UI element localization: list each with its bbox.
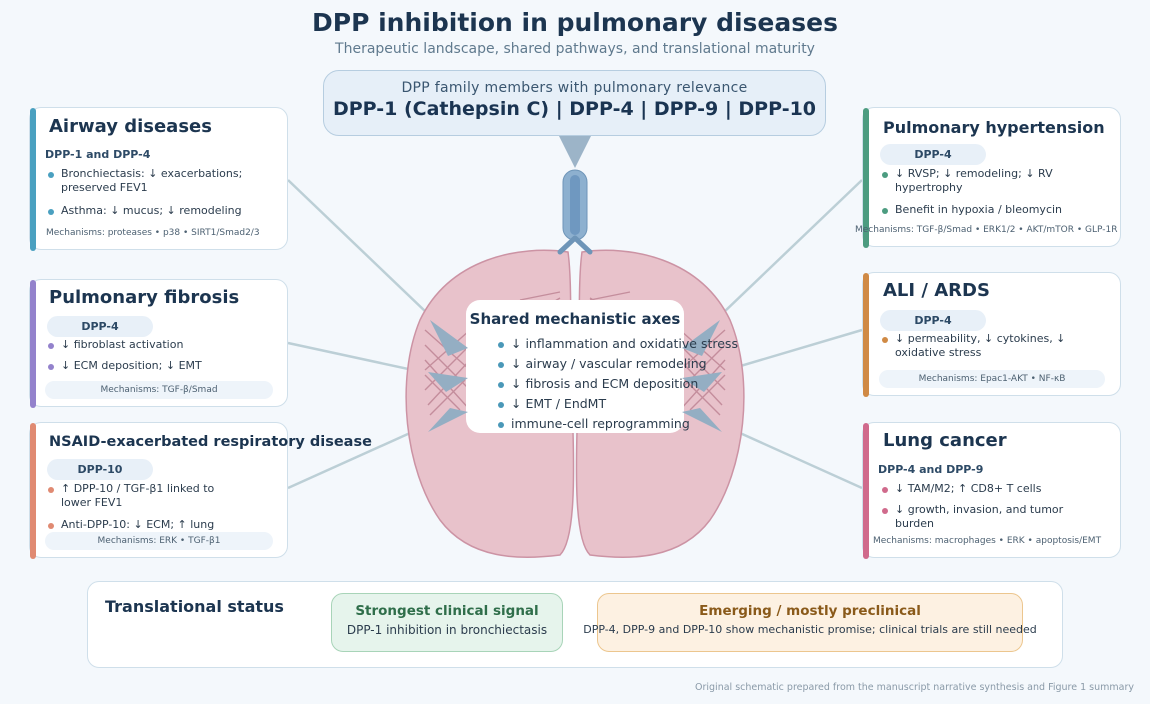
card-bullet: ↓ growth, invasion, and tumor burden xyxy=(895,503,1064,530)
center-box xyxy=(466,300,684,433)
status-title: Translational status xyxy=(105,597,284,616)
card-accent-bar xyxy=(30,280,36,408)
page-title: DPP inhibition in pulmonary diseases xyxy=(312,8,838,37)
card-bullet: Benefit in hypoxia / bleomycin xyxy=(895,203,1063,216)
bullet-dot xyxy=(882,508,888,514)
card-title: ALI / ARDS xyxy=(883,280,990,301)
arrow-airway xyxy=(430,320,468,356)
card-title: NSAID-exacerbated respiratory disease xyxy=(49,434,372,450)
card-mechanisms: Mechanisms: TGF-β/Smad • ERK1/2 • AKT/mT… xyxy=(855,225,1118,235)
card-bullet: ↓ fibroblast activation xyxy=(61,338,184,351)
card-mechanisms: Mechanisms: ERK • TGF-β1 xyxy=(45,532,273,550)
bullet-dot xyxy=(48,487,54,493)
card-ali-ards: ALI / ARDS DPP-4 ↓ permeability, ↓ cytok… xyxy=(862,272,1121,397)
card-airway-diseases: Airway diseases DPP-1 and DPP-4 Bronchie… xyxy=(29,107,288,251)
page-subtitle: Therapeutic landscape, shared pathways, … xyxy=(335,41,815,57)
center-bullet-dot xyxy=(498,342,504,348)
bullet-dot xyxy=(48,343,54,349)
card-bullet: Anti-DPP-10: ↓ ECM; ↑ lung xyxy=(61,518,215,531)
bullet-dot xyxy=(882,487,888,493)
bullet-dot xyxy=(48,172,54,178)
strong-signal-box: Strongest clinical signal DPP-1 inhibiti… xyxy=(331,593,563,652)
strong-signal-title: Strongest clinical signal xyxy=(355,603,539,619)
card-nsaid-erd: NSAID-exacerbated respiratory disease DP… xyxy=(29,422,372,559)
card-tag: DPP-4 and DPP-9 xyxy=(878,463,984,476)
card-bullet: ↓ permeability, ↓ cytokines, ↓ oxidative… xyxy=(895,332,1066,359)
emerging-text: DPP-4, DPP-9 and DPP-10 show mechanistic… xyxy=(583,623,1037,636)
card-tag: DPP-4 xyxy=(880,310,986,331)
strong-signal-text: DPP-1 inhibition in bronchiectasis xyxy=(346,623,548,637)
card-mechanisms: Mechanisms: Epac1-AKT • NF-κB xyxy=(879,370,1105,388)
card-bullet: ↓ TAM/M2; ↑ CD8+ T cells xyxy=(895,482,1042,495)
card-bullet: Bronchiectasis: ↓ exacerbations; preserv… xyxy=(61,167,243,194)
connector-airway xyxy=(287,179,451,336)
card-tag: DPP-4 xyxy=(47,316,153,337)
card-tag: DPP-10 xyxy=(47,459,153,480)
bullet-dot xyxy=(882,172,888,178)
dpp-family-box: DPP family members with pulmonary releva… xyxy=(323,70,826,136)
footer-note: Original schematic prepared from the man… xyxy=(695,682,1134,693)
bullet-dot xyxy=(48,523,54,529)
bullet-dot xyxy=(882,337,888,343)
center-bullet-dot xyxy=(498,382,504,388)
arrow-fibrosis xyxy=(428,372,468,392)
center-item: ↓ fibrosis and ECM deposition xyxy=(511,376,699,391)
card-accent-bar xyxy=(863,423,869,559)
card-tag: DPP-1 and DPP-4 xyxy=(45,148,151,161)
card-accent-bar xyxy=(863,108,869,248)
bullet-dot xyxy=(882,208,888,214)
center-bullet-dot xyxy=(498,402,504,408)
arrow-nsaid xyxy=(428,408,468,432)
family-label: DPP family members with pulmonary releva… xyxy=(401,80,748,96)
center-bullet-dot xyxy=(498,422,504,428)
card-title: Pulmonary hypertension xyxy=(883,118,1105,137)
bullet-dot xyxy=(48,364,54,370)
family-members: DPP-1 (Cathepsin C) | DPP-4 | DPP-9 | DP… xyxy=(332,98,817,120)
emerging-title: Emerging / mostly preclinical xyxy=(699,603,921,619)
emerging-box: Emerging / mostly preclinical DPP-4, DPP… xyxy=(583,593,1037,652)
card-title: Pulmonary fibrosis xyxy=(49,287,240,308)
center-bullet-dot xyxy=(498,362,504,368)
card-accent-bar xyxy=(30,108,36,251)
card-title: Airway diseases xyxy=(49,116,212,137)
bullet-dot xyxy=(48,209,54,215)
connector-ph xyxy=(699,179,863,336)
center-title: Shared mechanistic axes xyxy=(469,310,681,328)
center-item: ↓ EMT / EndMT xyxy=(511,396,607,411)
arrow-ph xyxy=(682,320,720,356)
card-bullet: ↓ ECM deposition; ↓ EMT xyxy=(61,359,202,372)
center-item: immune-cell reprogramming xyxy=(511,416,690,431)
card-tag: DPP-4 xyxy=(880,144,986,165)
card-mechanisms: Mechanisms: proteases • p38 • SIRT1/Smad… xyxy=(46,228,260,238)
card-mechanisms: Mechanisms: TGF-β/Smad xyxy=(45,381,273,399)
card-pulmonary-fibrosis: Pulmonary fibrosis DPP-4 ↓ fibroblast ac… xyxy=(29,279,288,408)
card-lung-cancer: Lung cancer DPP-4 and DPP-9 ↓ TAM/M2; ↑ … xyxy=(862,422,1121,559)
arrow-ali xyxy=(682,372,722,392)
translational-status-panel: Translational status Strongest clinical … xyxy=(87,581,1063,668)
card-title: Lung cancer xyxy=(883,430,1007,451)
center-item: ↓ airway / vascular remodeling xyxy=(511,356,707,371)
center-item: ↓ inflammation and oxidative stress xyxy=(511,336,738,351)
card-mechanisms: Mechanisms: macrophages • ERK • apoptosi… xyxy=(873,536,1102,546)
card-pulmonary-hypertension: Pulmonary hypertension DPP-4 ↓ RVSP; ↓ r… xyxy=(855,107,1121,248)
card-bullet: ↑ DPP-10 / TGF-β1 linked to lower FEV1 xyxy=(61,482,215,509)
card-bullet: ↓ RVSP; ↓ remodeling; ↓ RV hypertrophy xyxy=(895,167,1053,194)
arrow-cancer xyxy=(682,408,722,432)
card-accent-bar xyxy=(30,423,36,559)
card-accent-bar xyxy=(863,273,869,397)
card-bullet: Asthma: ↓ mucus; ↓ remodeling xyxy=(61,204,242,217)
